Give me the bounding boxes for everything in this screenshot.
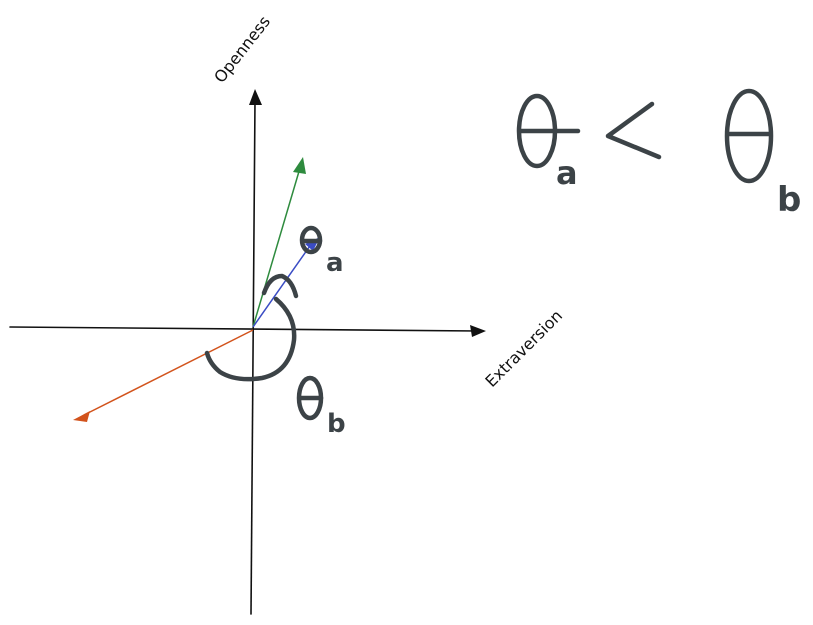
angle-b-arc bbox=[204, 296, 297, 382]
relation-theta-b: b bbox=[724, 88, 801, 220]
angle-a-arc bbox=[261, 273, 299, 299]
relation-theta-b-subscript: b bbox=[777, 180, 801, 220]
theta-b-subscript: b bbox=[327, 409, 346, 439]
green-arrow-head-icon bbox=[293, 157, 306, 174]
relation-theta-a-subscript: a bbox=[556, 154, 578, 192]
less-than-symbol bbox=[605, 101, 662, 160]
x-axis-arrow-icon bbox=[470, 325, 486, 337]
x-axis bbox=[9, 325, 486, 337]
theta-a-label: a bbox=[299, 225, 344, 278]
theta-b-label: b bbox=[296, 375, 346, 439]
vector-orange bbox=[73, 329, 254, 422]
y-axis-label: Openness bbox=[210, 12, 274, 86]
theta-a-subscript: a bbox=[326, 248, 344, 278]
relation-expression: a b bbox=[516, 88, 801, 220]
orange-arrow-head-icon bbox=[73, 411, 90, 422]
relation-theta-a: a bbox=[516, 93, 581, 192]
vector-green bbox=[252, 157, 306, 328]
x-axis-label: Extraversion bbox=[481, 306, 566, 391]
y-axis-arrow-icon bbox=[249, 89, 262, 105]
y-axis bbox=[249, 89, 262, 615]
